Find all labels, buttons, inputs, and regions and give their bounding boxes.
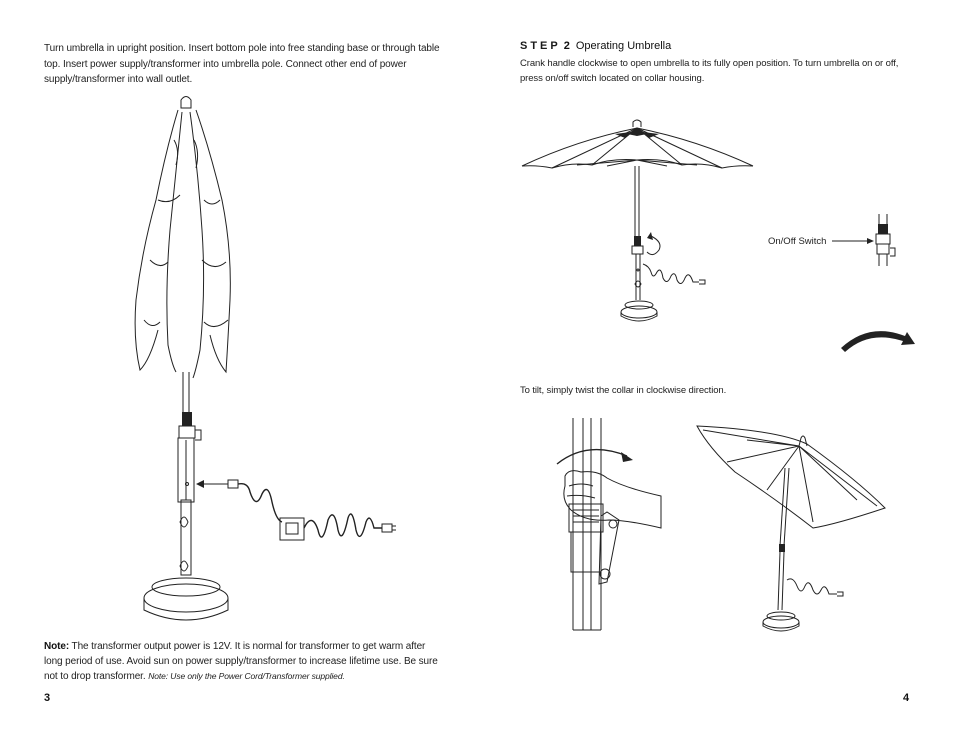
note-power-cord: Note: Use only the Power Cord/Transforme… [148, 671, 345, 681]
page-number-right: 4 [903, 692, 910, 704]
step-number: 2 [563, 40, 570, 52]
left-page: Turn umbrella in upright position. Inser… [44, 43, 444, 704]
page-number-left: 3 [44, 692, 51, 704]
on-off-switch-label: On/Off Switch [768, 236, 827, 247]
intro-paragraph: Turn umbrella in upright position. Inser… [44, 43, 440, 85]
note-text: The transformer output power is 12V. It … [44, 641, 438, 682]
tilt-instruction: To tilt, simply twist the collar in cloc… [520, 385, 727, 396]
open-umbrella-illustration [521, 119, 915, 632]
step-instructions: Crank handle clockwise to open umbrella … [520, 58, 899, 84]
note-paragraph: Note: The transformer output power is 12… [44, 639, 444, 684]
step-title: Operating Umbrella [575, 40, 672, 52]
step-word: STEP [520, 40, 561, 52]
closed-umbrella-illustration [134, 96, 396, 621]
note-label: Note: [44, 641, 70, 652]
